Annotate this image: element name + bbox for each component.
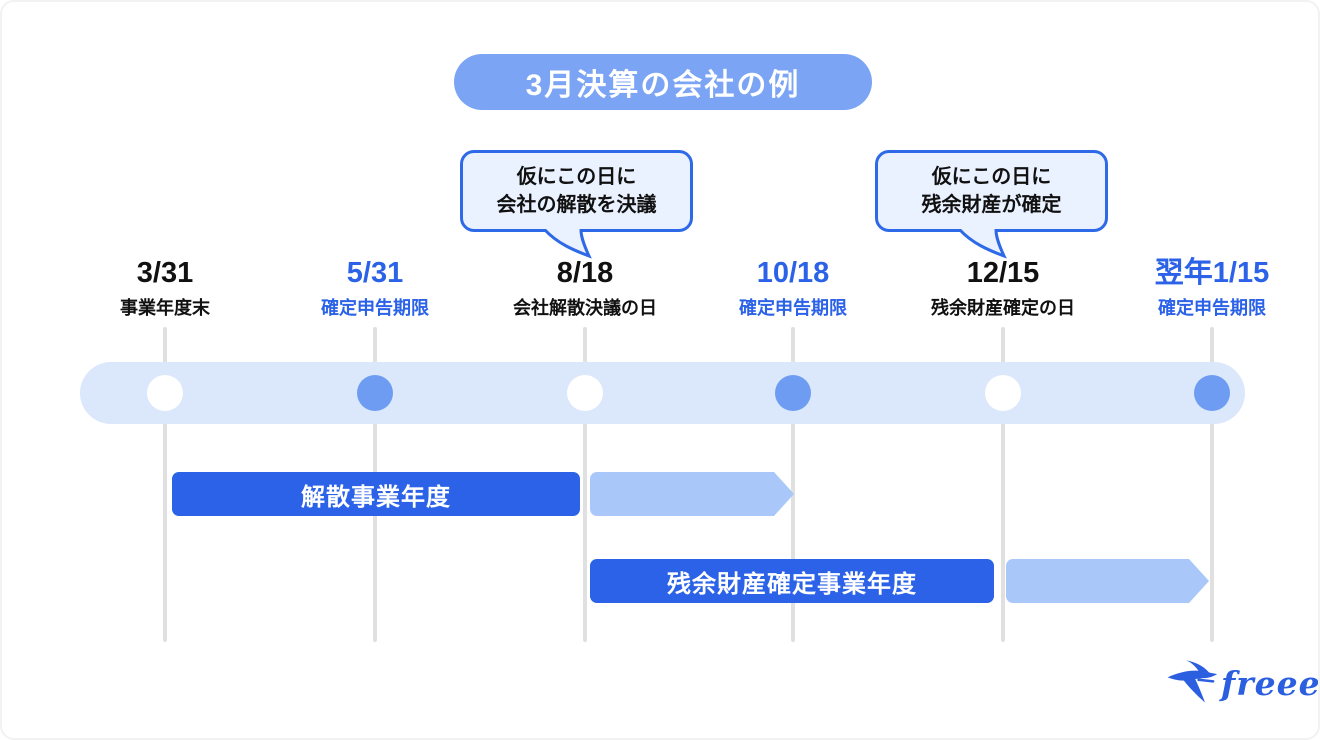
milestone-label: 確定申告期限 (321, 298, 429, 319)
milestone-label: 会社解散決議の日 (513, 298, 657, 319)
guide-line (1210, 327, 1214, 642)
callout-line: 会社の解散を決議 (496, 194, 657, 216)
guide-line (791, 327, 795, 642)
milestone-next-year-1-15: 翌年1/15 確定申告期限 (1097, 257, 1318, 320)
milestone-label: 確定申告期限 (739, 298, 847, 319)
milestone-date: 翌年1/15 (1154, 257, 1270, 289)
freee-logo: freee (1166, 660, 1320, 706)
bar-dissolution-fiscal-year: 解散事業年度 (172, 472, 580, 516)
title-text: 3月決算の会社の例 (525, 69, 801, 102)
milestone-3-31: 3/31 事業年度末 (50, 257, 280, 320)
callout-line: 仮にこの日に (931, 166, 1052, 188)
milestone-12-15: 12/15 残余財産確定の日 (888, 257, 1118, 320)
timeline-dot-12-15 (985, 375, 1021, 411)
callout-dissolution: 仮にこの日に 会社の解散を決議 (460, 150, 693, 232)
timeline-band (80, 362, 1245, 424)
callout-line: 仮にこの日に (516, 166, 637, 188)
milestone-label: 事業年度末 (120, 298, 210, 319)
milestone-date: 10/18 (756, 257, 830, 289)
timeline-dot-10-18 (775, 375, 811, 411)
callout-assets-fixed: 仮にこの日に 残余財産が確定 (875, 150, 1108, 232)
callout-line: 残余財産が確定 (921, 194, 1062, 216)
milestone-date: 8/18 (556, 257, 614, 289)
arrow-filing-period-1 (590, 472, 794, 516)
callout-tail (543, 229, 592, 259)
title-banner: 3月決算の会社の例 (454, 54, 872, 110)
milestone-date: 5/31 (346, 257, 404, 289)
guide-line (1001, 327, 1005, 642)
logo-wordmark: freee (1221, 663, 1320, 703)
guide-line (583, 327, 587, 642)
milestone-date: 3/31 (136, 257, 194, 289)
bar-label: 解散事業年度 (301, 483, 451, 511)
milestone-10-18: 10/18 確定申告期限 (678, 257, 908, 320)
milestone-label: 確定申告期限 (1158, 298, 1266, 319)
guide-line (163, 327, 167, 642)
milestone-label: 残余財産確定の日 (931, 298, 1075, 319)
bar-residual-assets-fiscal-year: 残余財産確定事業年度 (590, 559, 994, 603)
milestone-5-31: 5/31 確定申告期限 (260, 257, 490, 320)
swallow-icon (1167, 660, 1218, 703)
timeline-dot-next-year-1-15 (1194, 375, 1230, 411)
bar-label: 残余財産確定事業年度 (667, 570, 917, 598)
timeline-dot-8-18 (567, 375, 603, 411)
milestone-date: 12/15 (966, 257, 1040, 289)
milestone-8-18: 8/18 会社解散決議の日 (470, 257, 700, 320)
timeline-dot-3-31 (147, 375, 183, 411)
arrow-filing-period-2 (1006, 559, 1209, 603)
timeline-dot-5-31 (357, 375, 393, 411)
callout-tail (958, 229, 1007, 259)
